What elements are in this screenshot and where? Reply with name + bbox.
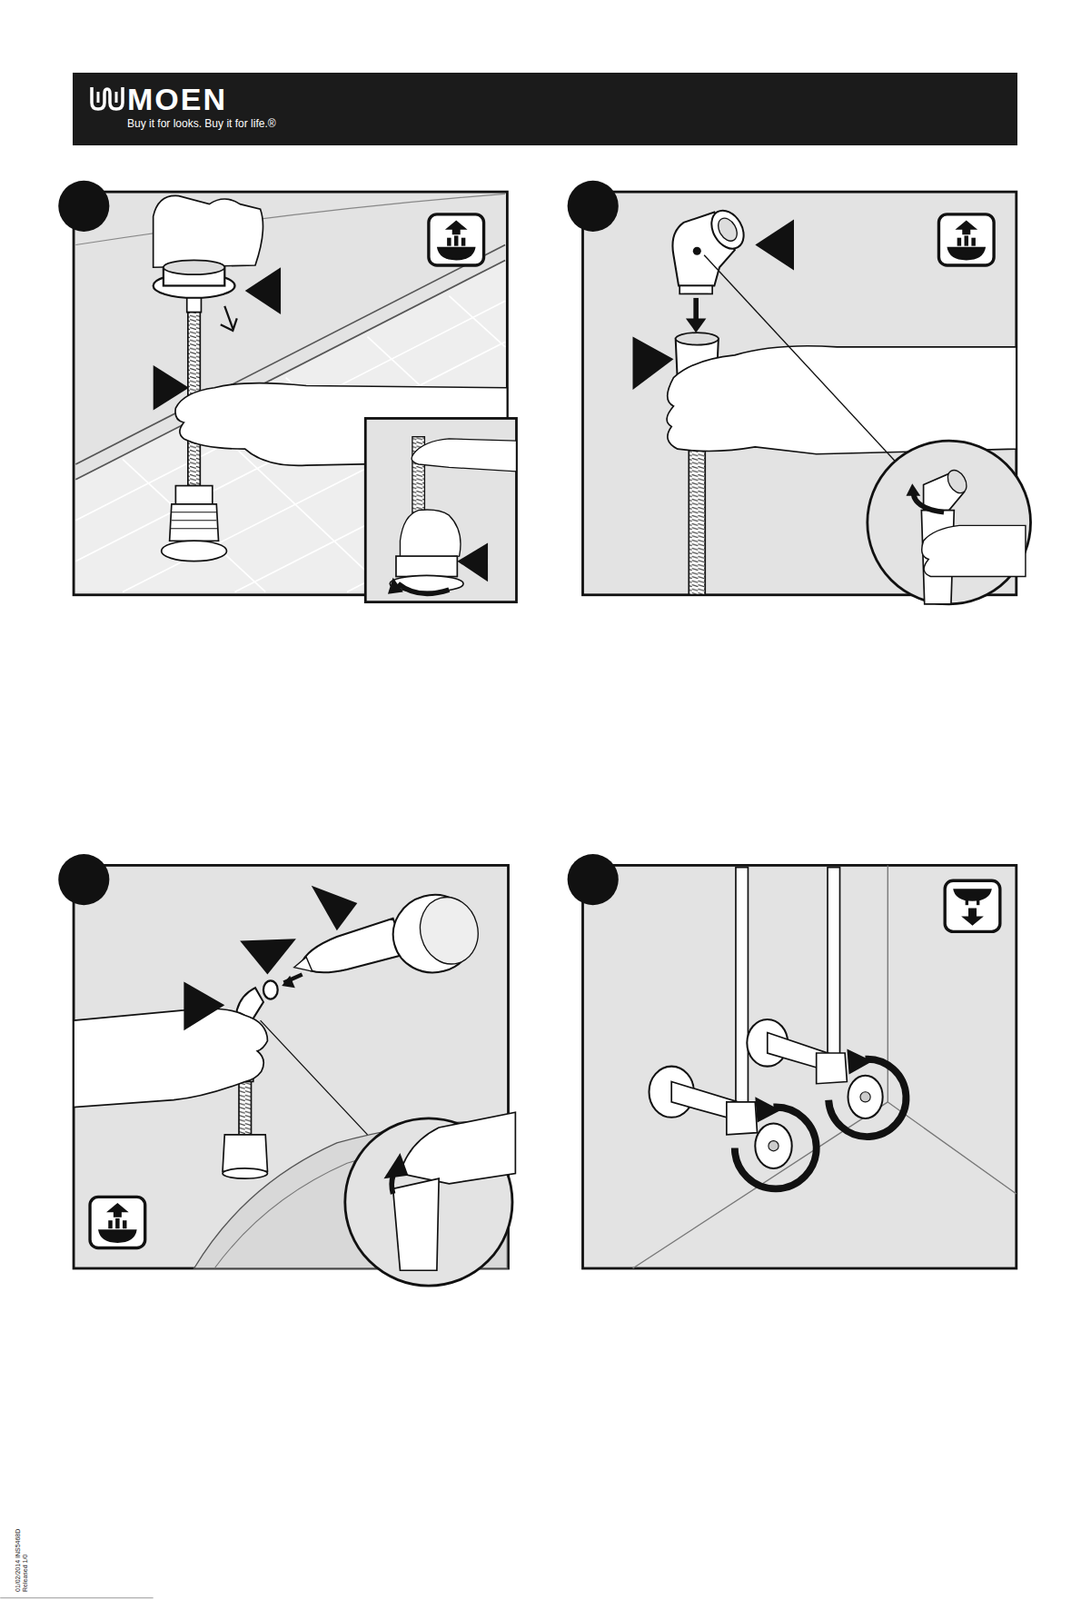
- header-band: MOENBuy it for looks. Buy it for life.®: [72, 72, 1018, 146]
- moen-logo: [89, 84, 126, 112]
- brand-name: MOEN: [127, 81, 1018, 117]
- brand-tagline: Buy it for looks. Buy it for life.®: [127, 116, 1018, 131]
- document-code: 01/02/2014 INS5468D Released 1/0: [14, 1520, 30, 1592]
